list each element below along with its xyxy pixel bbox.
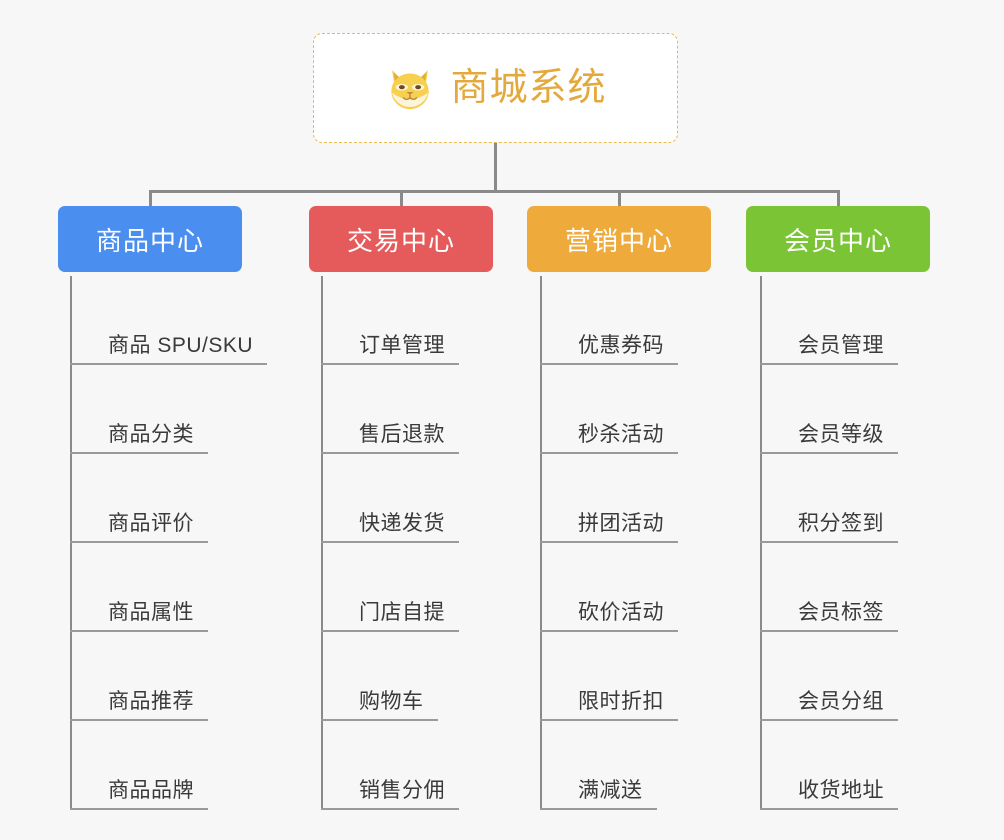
leaf-item-label: 收货地址: [798, 779, 884, 802]
category-header-3[interactable]: 会员中心: [746, 206, 930, 272]
leaf-trunk: [70, 276, 72, 810]
category-header-label: 会员中心: [783, 225, 892, 256]
leaf-underline: [540, 452, 678, 454]
leaf-item-label: 商品品牌: [108, 779, 194, 802]
connector-drop-4: [837, 190, 840, 207]
root-title: 商城系统: [450, 67, 607, 109]
leaf-item[interactable]: 砍价活动: [540, 543, 678, 632]
leaf-item-label: 限时折扣: [578, 690, 664, 713]
leaf-column-0: 商品 SPU/SKU 商品分类 商品评价 商品属性 商品推荐 商品品牌: [70, 276, 267, 810]
leaf-underline: [321, 452, 459, 454]
connector-drop-2: [400, 190, 403, 207]
leaf-item[interactable]: 优惠券码: [540, 276, 678, 365]
leaf-underline: [321, 719, 438, 721]
leaf-column-3: 会员管理 会员等级 积分签到 会员标签 会员分组 收货地址: [760, 276, 898, 810]
leaf-item-label: 商品推荐: [108, 690, 194, 713]
leaf-underline: [760, 363, 898, 365]
leaf-underline: [321, 363, 459, 365]
leaf-item[interactable]: 订单管理: [321, 276, 459, 365]
leaf-underline: [760, 808, 898, 810]
category-header-1[interactable]: 交易中心: [309, 206, 493, 272]
leaf-trunk: [540, 276, 542, 810]
leaf-underline: [760, 541, 898, 543]
leaf-trunk: [321, 276, 323, 810]
leaf-column-2: 优惠券码 秒杀活动 拼团活动 砍价活动 限时折扣 满减送: [540, 276, 678, 810]
leaf-underline: [321, 630, 459, 632]
leaf-item[interactable]: 会员分组: [760, 632, 898, 721]
leaf-underline: [321, 808, 459, 810]
leaf-item-label: 商品评价: [108, 512, 194, 535]
leaf-item[interactable]: 商品品牌: [70, 721, 253, 810]
leaf-underline: [760, 630, 898, 632]
leaf-item-label: 秒杀活动: [578, 423, 664, 446]
leaf-item[interactable]: 限时折扣: [540, 632, 678, 721]
leaf-item-label: 会员标签: [798, 601, 884, 624]
leaf-item[interactable]: 快递发货: [321, 454, 459, 543]
leaf-item-label: 订单管理: [359, 334, 445, 357]
category-header-label: 营销中心: [564, 225, 673, 256]
leaf-item[interactable]: 商品属性: [70, 543, 253, 632]
leaf-item-label: 满减送: [578, 779, 643, 802]
leaf-underline: [70, 808, 208, 810]
leaf-item[interactable]: 会员管理: [760, 276, 898, 365]
category-header-label: 商品中心: [95, 225, 204, 256]
leaf-underline: [540, 719, 678, 721]
leaf-item-label: 商品属性: [108, 601, 194, 624]
leaf-item[interactable]: 收货地址: [760, 721, 898, 810]
leaf-underline: [540, 630, 678, 632]
leaf-underline: [540, 808, 657, 810]
category-header-label: 交易中心: [346, 225, 455, 256]
leaf-item[interactable]: 秒杀活动: [540, 365, 678, 454]
leaf-underline: [70, 630, 208, 632]
leaf-item-label: 商品分类: [108, 423, 194, 446]
leaf-underline: [760, 452, 898, 454]
connector-drop-3: [618, 190, 621, 207]
leaf-item[interactable]: 商品推荐: [70, 632, 253, 721]
leaf-item-label: 门店自提: [359, 601, 445, 624]
connector-root-stem: [494, 143, 497, 193]
leaf-item[interactable]: 满减送: [540, 721, 664, 810]
leaf-item-label: 会员等级: [798, 423, 884, 446]
connector-bus: [150, 190, 840, 193]
leaf-item[interactable]: 门店自提: [321, 543, 459, 632]
leaf-item-label: 会员管理: [798, 334, 884, 357]
leaf-item-label: 售后退款: [359, 423, 445, 446]
connector-drop-1: [149, 190, 152, 207]
leaf-item[interactable]: 购物车: [321, 632, 445, 721]
category-header-2[interactable]: 营销中心: [527, 206, 711, 272]
leaf-item[interactable]: 售后退款: [321, 365, 459, 454]
leaf-underline: [540, 541, 678, 543]
leaf-trunk: [760, 276, 762, 810]
leaf-item[interactable]: 会员等级: [760, 365, 898, 454]
leaf-underline: [321, 541, 459, 543]
leaf-item-label: 快递发货: [359, 512, 445, 535]
leaf-item-label: 商品 SPU/SKU: [108, 334, 254, 357]
leaf-underline: [70, 719, 208, 721]
leaf-item[interactable]: 商品评价: [70, 454, 253, 543]
leaf-item-label: 购物车: [359, 690, 424, 713]
leaf-item-label: 会员分组: [798, 690, 884, 713]
leaf-item[interactable]: 会员标签: [760, 543, 898, 632]
leaf-underline: [70, 363, 267, 365]
leaf-item-label: 积分签到: [798, 512, 884, 535]
shiba-dog-icon: [384, 62, 436, 114]
leaf-item[interactable]: 商品 SPU/SKU: [70, 276, 267, 365]
leaf-underline: [70, 541, 208, 543]
leaf-item[interactable]: 拼团活动: [540, 454, 678, 543]
leaf-item-label: 砍价活动: [578, 601, 664, 624]
leaf-underline: [540, 363, 678, 365]
category-header-0[interactable]: 商品中心: [58, 206, 242, 272]
leaf-underline: [760, 719, 898, 721]
root-node[interactable]: 商城系统: [313, 33, 678, 143]
leaf-item-label: 销售分佣: [359, 779, 445, 802]
leaf-item-label: 优惠券码: [578, 334, 664, 357]
leaf-underline: [70, 452, 208, 454]
leaf-column-1: 订单管理 售后退款 快递发货 门店自提 购物车 销售分佣: [321, 276, 459, 810]
leaf-item-label: 拼团活动: [578, 512, 664, 535]
leaf-item[interactable]: 销售分佣: [321, 721, 459, 810]
leaf-item[interactable]: 积分签到: [760, 454, 898, 543]
leaf-item[interactable]: 商品分类: [70, 365, 253, 454]
